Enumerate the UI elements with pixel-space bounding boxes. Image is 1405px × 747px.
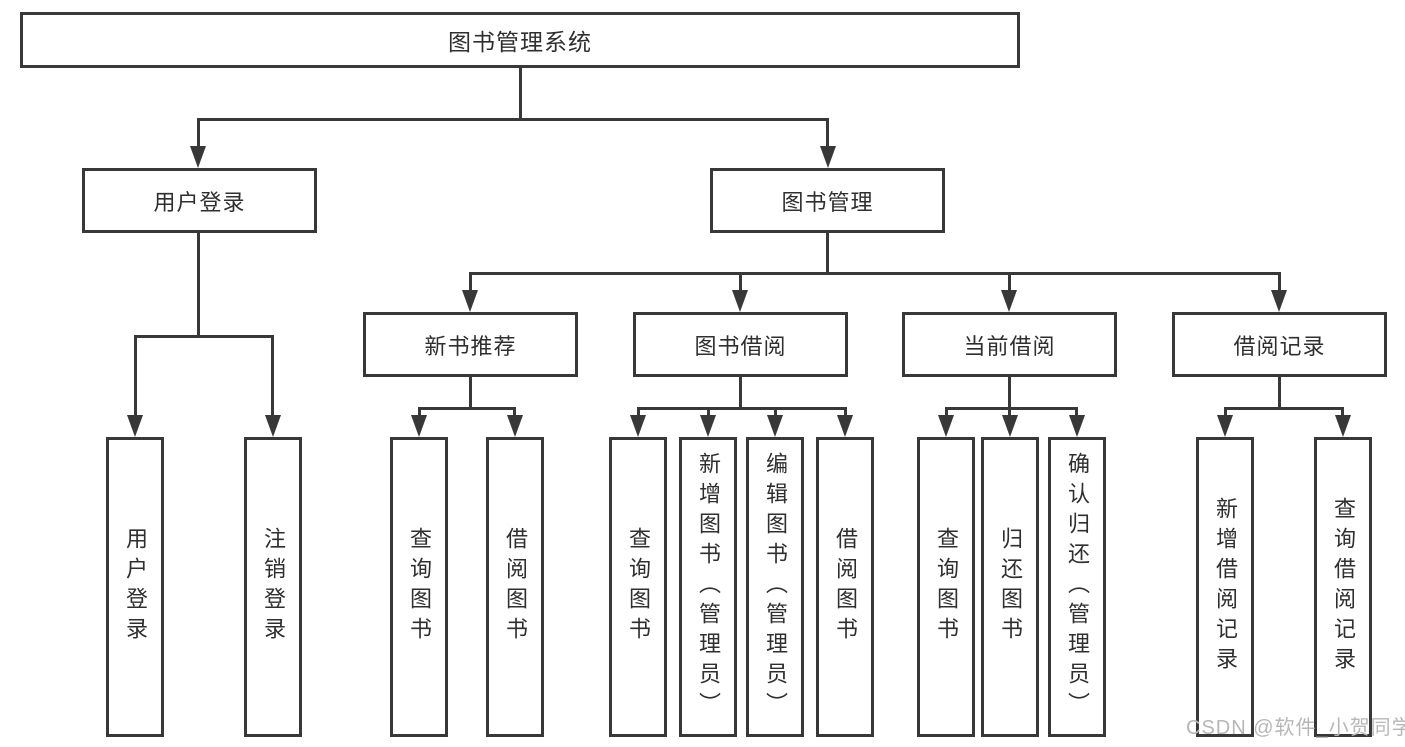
leaf-query-books-recommend: 查询图书 (390, 437, 448, 737)
connector-line (707, 407, 710, 417)
leaf-borrow-books-recommend: 借阅图书 (486, 437, 544, 737)
leaf-logout: 注销登录 (244, 437, 302, 737)
connector-line (1278, 377, 1281, 407)
connector-line (945, 407, 1078, 410)
connector-line (1278, 272, 1281, 291)
connector-line (774, 407, 777, 417)
leaf-confirm-return-admin: 确认归还（管理员） (1048, 437, 1106, 737)
node-book-management: 图书管理 (710, 168, 945, 233)
connector-line (1008, 272, 1011, 291)
node-user-login: 用户登录 (82, 168, 317, 233)
connector-line (844, 407, 847, 417)
connector-line (637, 407, 640, 417)
arrow-down-icon (190, 146, 206, 168)
arrow-down-icon (507, 415, 523, 437)
connector-line (1224, 407, 1344, 410)
leaf-user-login: 用户登录 (106, 437, 164, 737)
connector-line (469, 272, 472, 291)
connector-line (134, 335, 137, 417)
arrow-down-icon (1217, 415, 1233, 437)
connector-line (134, 335, 274, 338)
leaf-return-books: 归还图书 (981, 437, 1039, 737)
connector-line (739, 377, 742, 407)
arrow-down-icon (1335, 415, 1351, 437)
connector-line (739, 272, 742, 291)
connector-line (418, 407, 516, 410)
connector-line (1224, 407, 1227, 417)
connector-line (1008, 407, 1011, 417)
leaf-query-books-current: 查询图书 (917, 437, 975, 737)
arrow-down-icon (462, 290, 478, 312)
connector-line (1008, 377, 1011, 407)
connector-line (469, 377, 472, 407)
arrow-down-icon (127, 415, 143, 437)
arrow-down-icon (1069, 415, 1085, 437)
arrow-down-icon (938, 415, 954, 437)
connector-line (197, 118, 829, 121)
arrow-down-icon (700, 415, 716, 437)
node-borrowing-records: 借阅记录 (1172, 312, 1387, 377)
node-current-borrowing: 当前借阅 (902, 312, 1117, 377)
leaf-add-book-admin: 新增图书（管理员） (679, 437, 737, 737)
arrow-down-icon (837, 415, 853, 437)
connector-line (826, 118, 829, 148)
connector-line (519, 68, 522, 120)
leaf-add-borrow-record: 新增借阅记录 (1196, 437, 1254, 737)
connector-line (271, 335, 274, 417)
connector-line (469, 272, 1281, 275)
node-library-management-system: 图书管理系统 (20, 12, 1020, 68)
arrow-down-icon (1002, 415, 1018, 437)
node-new-book-recommendation: 新书推荐 (363, 312, 578, 377)
connector-line (513, 407, 516, 417)
csdn-watermark: CSDN @软件_小贺同学 (1186, 717, 1405, 739)
leaf-borrow-books-borrowing: 借阅图书 (816, 437, 874, 737)
connector-line (826, 233, 829, 274)
node-book-borrowing: 图书借阅 (633, 312, 848, 377)
arrow-down-icon (1001, 290, 1017, 312)
connector-line (197, 118, 200, 148)
connector-line (637, 407, 847, 410)
connector-line (1341, 407, 1344, 417)
arrow-down-icon (630, 415, 646, 437)
connector-line (418, 407, 421, 417)
arrow-down-icon (732, 290, 748, 312)
leaf-edit-book-admin: 编辑图书（管理员） (746, 437, 804, 737)
connector-line (1075, 407, 1078, 417)
arrow-down-icon (820, 146, 836, 168)
arrow-down-icon (767, 415, 783, 437)
arrow-down-icon (411, 415, 427, 437)
leaf-query-borrow-record: 查询借阅记录 (1314, 437, 1372, 737)
arrow-down-icon (1271, 290, 1287, 312)
connector-line (945, 407, 948, 417)
leaf-query-books-borrowing: 查询图书 (609, 437, 667, 737)
connector-line (197, 233, 200, 335)
arrow-down-icon (265, 415, 281, 437)
